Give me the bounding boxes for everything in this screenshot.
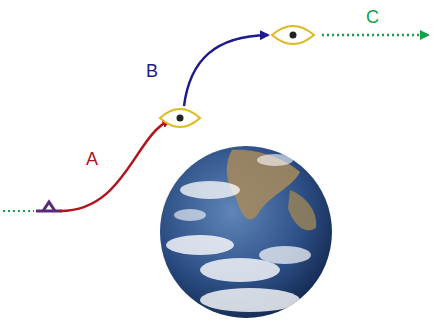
path-c-dotted-arrow: [322, 34, 428, 37]
path-label: B: [146, 62, 158, 80]
path-label: C: [366, 8, 379, 26]
incoming-dotted-line: [3, 210, 34, 212]
observer-eye: [272, 26, 314, 44]
observer-eye: [160, 109, 200, 127]
path-label: A: [86, 150, 98, 168]
earth-globe: [160, 146, 332, 318]
path-b-curve: [184, 35, 268, 106]
path-a-curve: [60, 120, 170, 211]
source-symbol: [36, 202, 62, 211]
